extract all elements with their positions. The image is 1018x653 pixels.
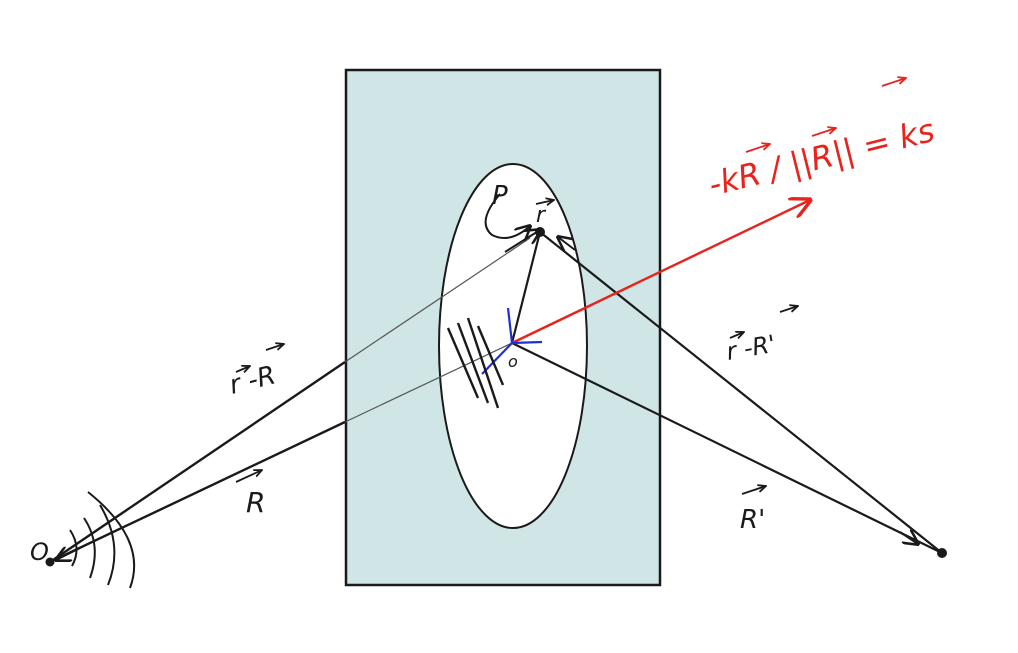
crystal-planes (446, 317, 505, 409)
illuminated-region-ellipse (438, 163, 588, 529)
vec-arrow-wavevector-R (811, 128, 836, 137)
vec-arrow-wavevector-k (881, 78, 906, 87)
label-wavevector-expression: -kR / ||R|| = ks (705, 111, 938, 204)
vec-arrow-wavevector-kR (745, 144, 770, 153)
wavefront-arcs (69, 491, 136, 589)
vec-arrow-scatter-point (535, 200, 554, 204)
vec-arrow-r-minus-R-a (235, 366, 250, 372)
scattered-wavevector-arrow (511, 200, 810, 345)
label-vec-Rprime: R' (740, 505, 765, 535)
vec-arrow-r-minus-Rprime-b (779, 306, 798, 313)
label-origin: o (508, 352, 518, 371)
source-point-dot (45, 557, 55, 567)
vec-arrow-Rprime (741, 486, 766, 495)
detector-point-dot (937, 548, 947, 558)
rotation-arrow (484, 193, 530, 238)
label-vec-r-minus-R: r -R (226, 360, 278, 400)
label-source-point: O (30, 538, 49, 566)
source-rays (49, 230, 540, 564)
vec-arrow-R (235, 470, 262, 483)
label-vec-r-minus-Rprime: r -R' (724, 330, 778, 366)
label-vec-R: R (246, 486, 265, 519)
label-region: P (492, 181, 508, 211)
scatter-point-dot (535, 227, 545, 237)
label-scatter-point: r (536, 203, 547, 228)
vec-arrow-r-minus-R-b (265, 344, 284, 351)
origin-axes (481, 307, 543, 375)
detector-rays (511, 231, 943, 554)
vector-origin-to-r (510, 231, 542, 344)
vec-arrow-r-minus-Rprime-a (729, 332, 744, 338)
